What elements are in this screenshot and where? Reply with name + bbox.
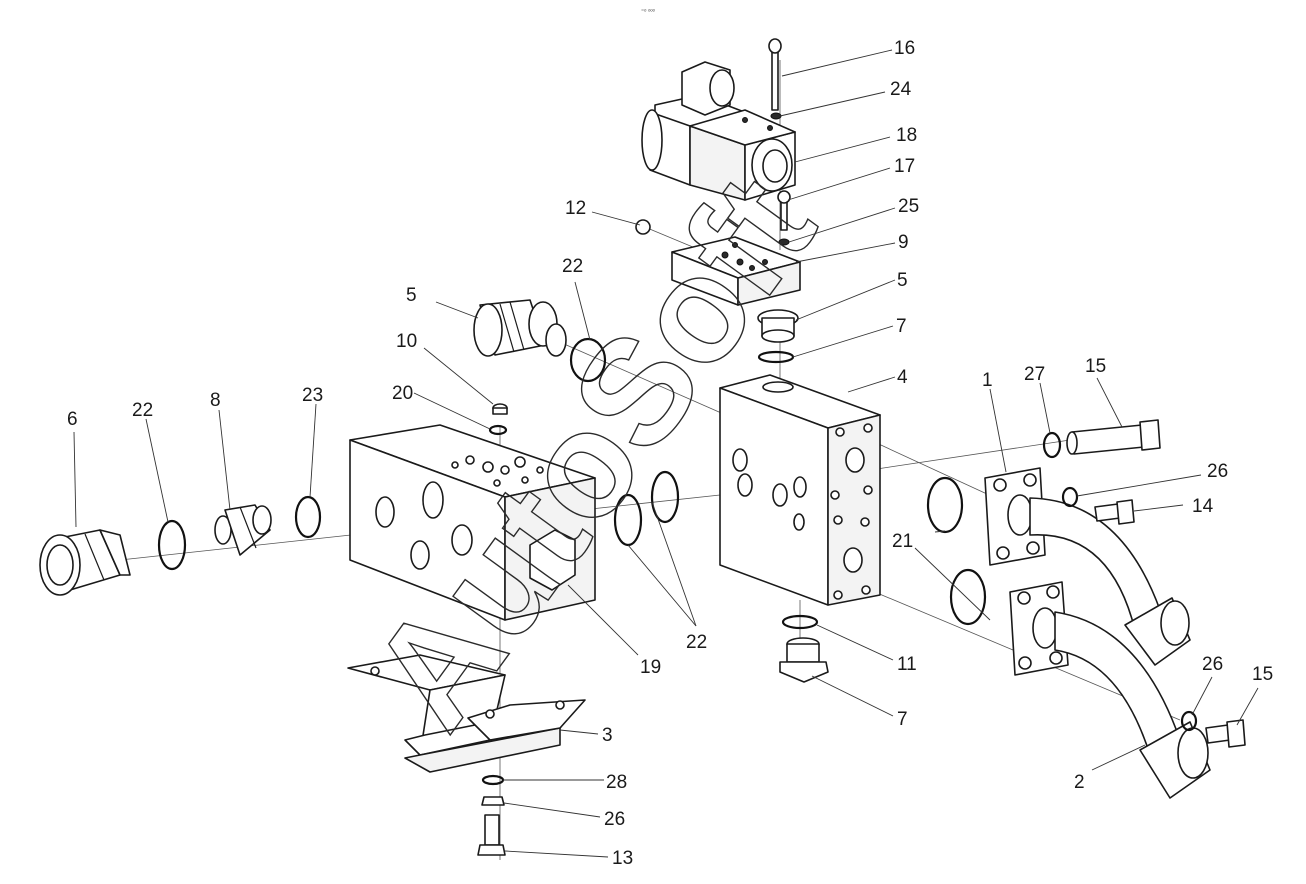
callout-15-top: 15 xyxy=(1085,356,1106,377)
callout-4: 4 xyxy=(897,367,908,388)
callout-16: 16 xyxy=(894,38,915,59)
bolt-14 xyxy=(1094,499,1135,525)
callout-5-top: 5 xyxy=(897,270,908,291)
callout-11: 11 xyxy=(897,654,917,675)
adapter-8 xyxy=(214,504,272,556)
o-ring-22-left xyxy=(157,519,187,571)
bolt-13 xyxy=(477,814,506,856)
leader-lines xyxy=(73,49,1259,858)
callout-19: 19 xyxy=(640,657,661,678)
callout-23: 23 xyxy=(302,385,323,406)
plug-12 xyxy=(635,219,651,235)
callout-26-bottom: 26 xyxy=(604,809,625,830)
seal-11 xyxy=(781,614,819,630)
washer-26-top xyxy=(1061,486,1079,508)
o-ring-22-mid-b xyxy=(650,470,680,524)
bolt-15-bottom xyxy=(1205,719,1246,748)
plug-5-vertical xyxy=(757,309,799,343)
hose-2 xyxy=(1009,581,1211,799)
callout-20: 20 xyxy=(392,383,413,404)
plug-10 xyxy=(492,403,508,415)
callout-18: 18 xyxy=(896,125,917,146)
callout-26-top: 26 xyxy=(1207,461,1228,482)
right-block xyxy=(719,374,881,606)
washer-26-right xyxy=(1180,710,1198,732)
callout-12: 12 xyxy=(565,198,586,219)
washer-24 xyxy=(770,112,782,120)
o-ring-21-b xyxy=(949,568,987,626)
o-ring-21-a xyxy=(926,476,964,534)
fitting-6 xyxy=(39,529,131,596)
callout-6: 6 xyxy=(67,409,78,430)
solenoid-valve xyxy=(641,61,796,201)
o-ring-23 xyxy=(294,495,322,539)
plug-5-horizontal xyxy=(473,299,567,357)
plug-7-bottom xyxy=(779,637,829,683)
header-mark: ⁼ᵒ ᵒᵒᵒ xyxy=(641,9,656,15)
callout-10: 10 xyxy=(396,331,417,352)
washer-27 xyxy=(1042,431,1062,459)
callout-8: 8 xyxy=(210,390,221,411)
callout-14: 14 xyxy=(1192,496,1214,517)
callout-22-bottom: 22 xyxy=(686,632,707,653)
callout-17: 17 xyxy=(894,156,915,177)
nut-26-bottom xyxy=(481,796,505,806)
callout-22-left: 22 xyxy=(132,400,153,421)
callout-26-right: 26 xyxy=(1202,654,1223,675)
screw-16 xyxy=(768,38,782,111)
callout-24: 24 xyxy=(890,79,912,100)
hose-1 xyxy=(984,467,1191,666)
bracket-3 xyxy=(347,654,586,773)
callout-1: 1 xyxy=(982,370,993,391)
o-ring-22-top xyxy=(569,337,607,383)
callout-21: 21 xyxy=(892,531,913,552)
callout-15-bottom: 15 xyxy=(1252,664,1273,685)
callout-labels: 16 24 18 17 25 9 5 7 12 22 5 4 10 20 23 … xyxy=(67,38,1273,869)
callout-28: 28 xyxy=(606,772,627,793)
main-block xyxy=(349,424,596,621)
callout-25: 25 xyxy=(898,196,919,217)
callout-2: 2 xyxy=(1074,772,1085,793)
callout-22-top: 22 xyxy=(562,256,583,277)
ring-20 xyxy=(488,424,508,436)
callout-7-top: 7 xyxy=(896,316,907,337)
callout-5-left: 5 xyxy=(406,285,417,306)
adapter-block xyxy=(671,236,801,306)
callout-7-bottom: 7 xyxy=(897,709,908,730)
callout-3: 3 xyxy=(602,725,613,746)
callout-9: 9 xyxy=(898,232,909,253)
callout-27: 27 xyxy=(1024,364,1045,385)
screw-17 xyxy=(777,190,791,231)
callout-13: 13 xyxy=(612,848,633,869)
bolt-15-top xyxy=(1066,419,1161,455)
